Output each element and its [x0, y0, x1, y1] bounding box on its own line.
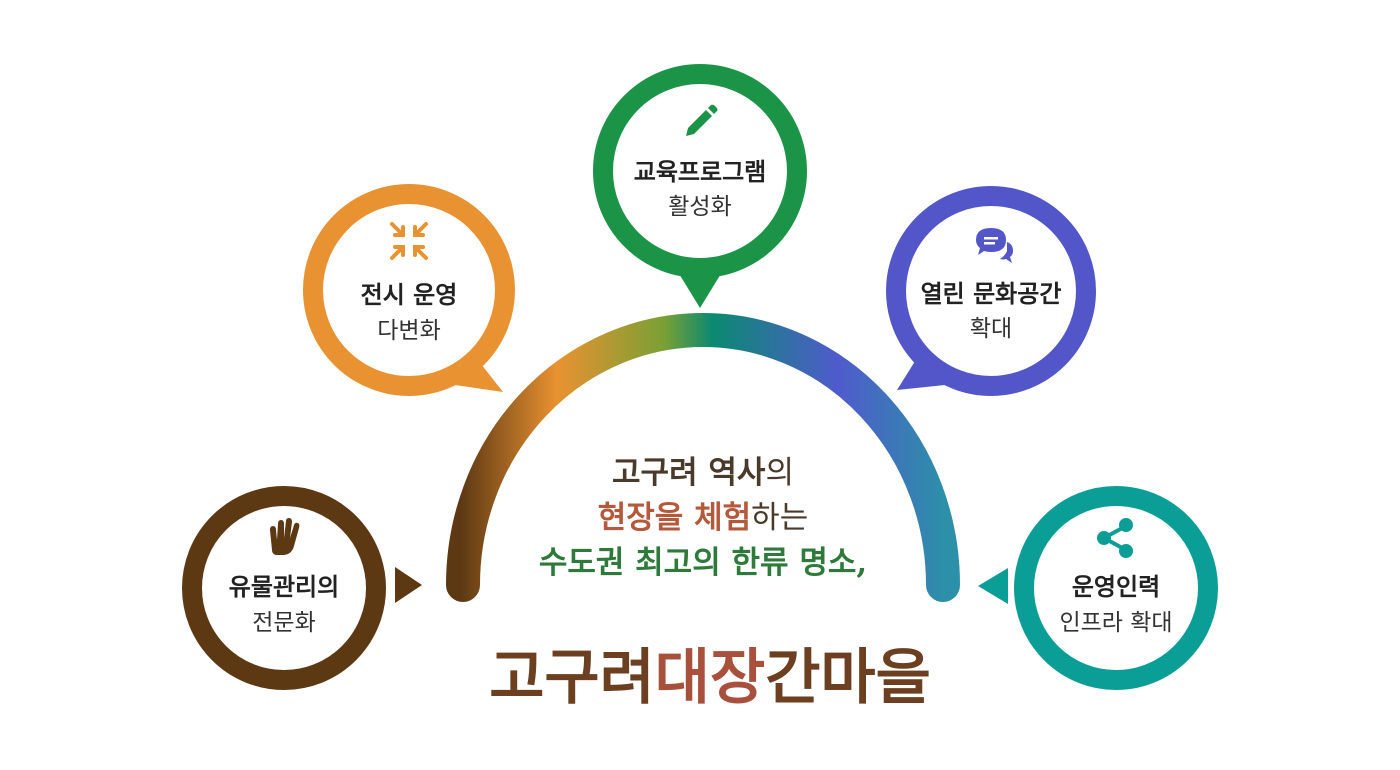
- node-pointer: [897, 350, 945, 390]
- node-ring: [1014, 486, 1218, 690]
- pencil-icon: [686, 104, 718, 136]
- node-operating-staff: 운영인력 인프라 확대: [978, 486, 1218, 690]
- node-subtitle: 인프라 확대: [1059, 610, 1172, 636]
- node-title: 열린 문화공간: [921, 280, 1062, 308]
- node-ring: [886, 186, 1096, 396]
- brand-title-part-3: 간마을: [765, 643, 931, 713]
- node-ring: [303, 184, 515, 396]
- hand-icon: [270, 518, 300, 555]
- node-subtitle: 다변화: [377, 318, 440, 344]
- slogan-line-3: 수도권 최고의 한류 명소,: [539, 545, 867, 581]
- center-slogan: 고구려 역사의 현장을 체험하는 수도권 최고의 한류 명소, 고구려대장간마을: [489, 455, 931, 713]
- node-title: 유물관리의: [229, 573, 339, 601]
- node-pointer: [395, 567, 422, 603]
- node-pointer: [678, 272, 722, 308]
- brand-title: 고구려대장간마을: [489, 643, 931, 713]
- brand-title-part-2: 대장: [655, 643, 765, 713]
- node-title: 전시 운영: [361, 281, 458, 309]
- node-title: 교육프로그램: [634, 158, 766, 186]
- node-artifact-management: 유물관리의 전문화: [182, 486, 422, 690]
- node-ring: [593, 64, 807, 278]
- compress-arrows-icon: [390, 222, 428, 260]
- chat-bubbles-icon: [976, 228, 1013, 263]
- node-open-culture-space: 열린 문화공간 확대: [886, 186, 1096, 396]
- node-exhibition-operation: 전시 운영 다변화: [303, 184, 515, 396]
- node-title: 운영인력: [1072, 573, 1160, 601]
- slogan-line-2-tail: 하는: [751, 500, 808, 536]
- node-subtitle: 확대: [970, 316, 1012, 342]
- share-icon: [1097, 518, 1133, 558]
- node-education-program: 교육프로그램 활성화: [593, 64, 807, 308]
- node-ring: [182, 486, 386, 690]
- node-pointer: [978, 568, 1008, 604]
- slogan-line-2-main: 현장을 체험: [598, 500, 751, 536]
- slogan-line-1: 고구려 역사의: [612, 455, 794, 491]
- brand-title-part-1: 고구려: [489, 643, 655, 713]
- gradient-arc: [446, 313, 960, 602]
- node-subtitle: 활성화: [668, 194, 731, 220]
- slogan-line-1-tail: 의: [765, 455, 794, 491]
- slogan-line-1-main: 고구려 역사: [612, 455, 766, 491]
- slogan-line-2: 현장을 체험하는: [598, 500, 808, 536]
- node-subtitle: 전문화: [252, 610, 315, 636]
